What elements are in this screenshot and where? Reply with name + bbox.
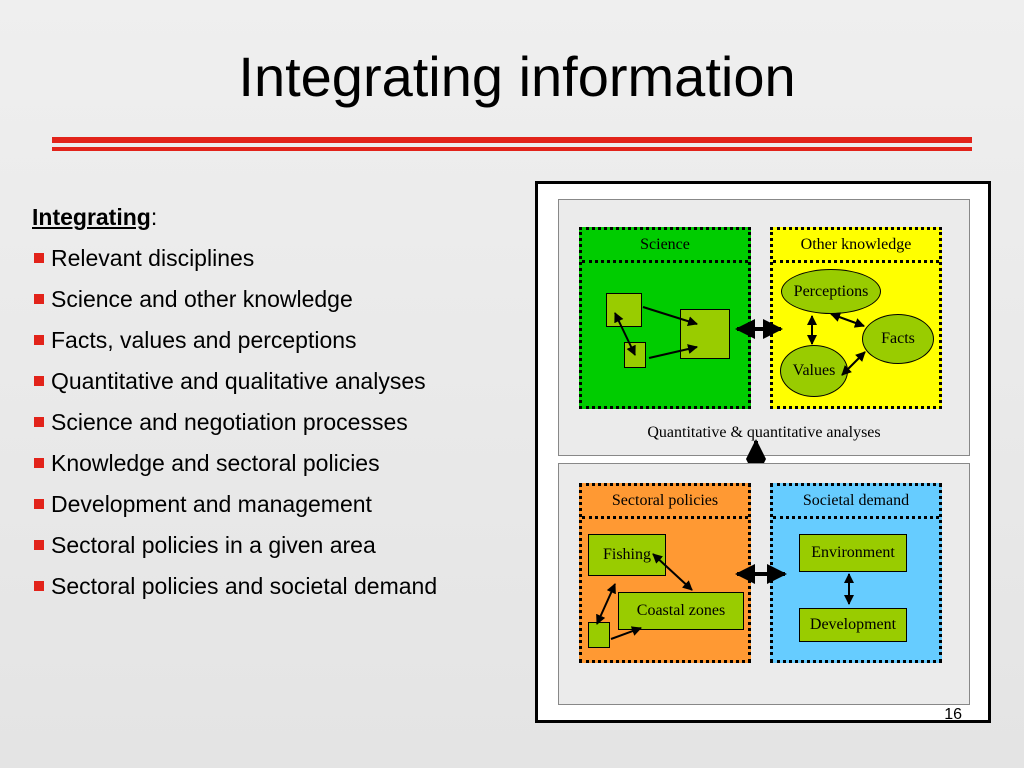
bullet-item: Science and other knowledge	[32, 286, 522, 313]
science-square-a	[606, 293, 642, 327]
environment-node: Environment	[799, 534, 907, 572]
title-rule-top	[52, 137, 972, 143]
bullet-item: Development and management	[32, 491, 522, 518]
knowledge-box: Science Other knowledge Perceptions Fact…	[558, 199, 970, 456]
analyses-caption: Quantitative & quantitative analyses	[647, 424, 881, 441]
science-label: Science	[582, 230, 748, 263]
bullet-item: Sectoral policies in a given area	[32, 532, 522, 559]
policy-box: Sectoral policies Fishing Coastal zones …	[558, 463, 970, 705]
diagram-frame: Science Other knowledge Perceptions Fact…	[535, 181, 991, 723]
bullet-panel: Integrating: Relevant disciplines Scienc…	[32, 204, 522, 614]
slide-title: Integrating information	[238, 45, 796, 108]
perceptions-node: Perceptions	[781, 269, 881, 314]
section-heading-colon: :	[150, 204, 158, 230]
other-knowledge-panel: Other knowledge Perceptions Facts Values	[770, 227, 942, 409]
other-knowledge-label: Other knowledge	[773, 230, 939, 263]
values-node: Values	[780, 345, 848, 397]
bullet-item: Science and negotiation processes	[32, 409, 522, 436]
sectoral-square	[588, 622, 610, 648]
bullet-list: Relevant disciplines Science and other k…	[32, 245, 522, 600]
societal-demand-panel: Societal demand Environment Development	[770, 483, 942, 663]
development-node: Development	[799, 608, 907, 642]
bullet-item: Knowledge and sectoral policies	[32, 450, 522, 477]
bullet-item: Quantitative and qualitative analyses	[32, 368, 522, 395]
fishing-node: Fishing	[588, 534, 666, 576]
coastal-zones-node: Coastal zones	[618, 592, 744, 630]
bullet-item: Relevant disciplines	[32, 245, 522, 272]
science-square-b	[624, 342, 646, 368]
bullet-item: Facts, values and perceptions	[32, 327, 522, 354]
science-square-c	[680, 309, 730, 359]
section-heading-label: Integrating	[32, 204, 151, 230]
societal-demand-label: Societal demand	[773, 486, 939, 519]
bullet-item: Sectoral policies and societal demand	[32, 573, 441, 600]
page-number: 16	[944, 706, 962, 723]
title-rule-bottom	[52, 147, 972, 151]
science-panel: Science	[579, 227, 751, 409]
sectoral-policies-label: Sectoral policies	[582, 486, 748, 519]
facts-node: Facts	[862, 314, 934, 364]
section-heading: Integrating:	[32, 204, 522, 231]
sectoral-policies-panel: Sectoral policies Fishing Coastal zones	[579, 483, 751, 663]
